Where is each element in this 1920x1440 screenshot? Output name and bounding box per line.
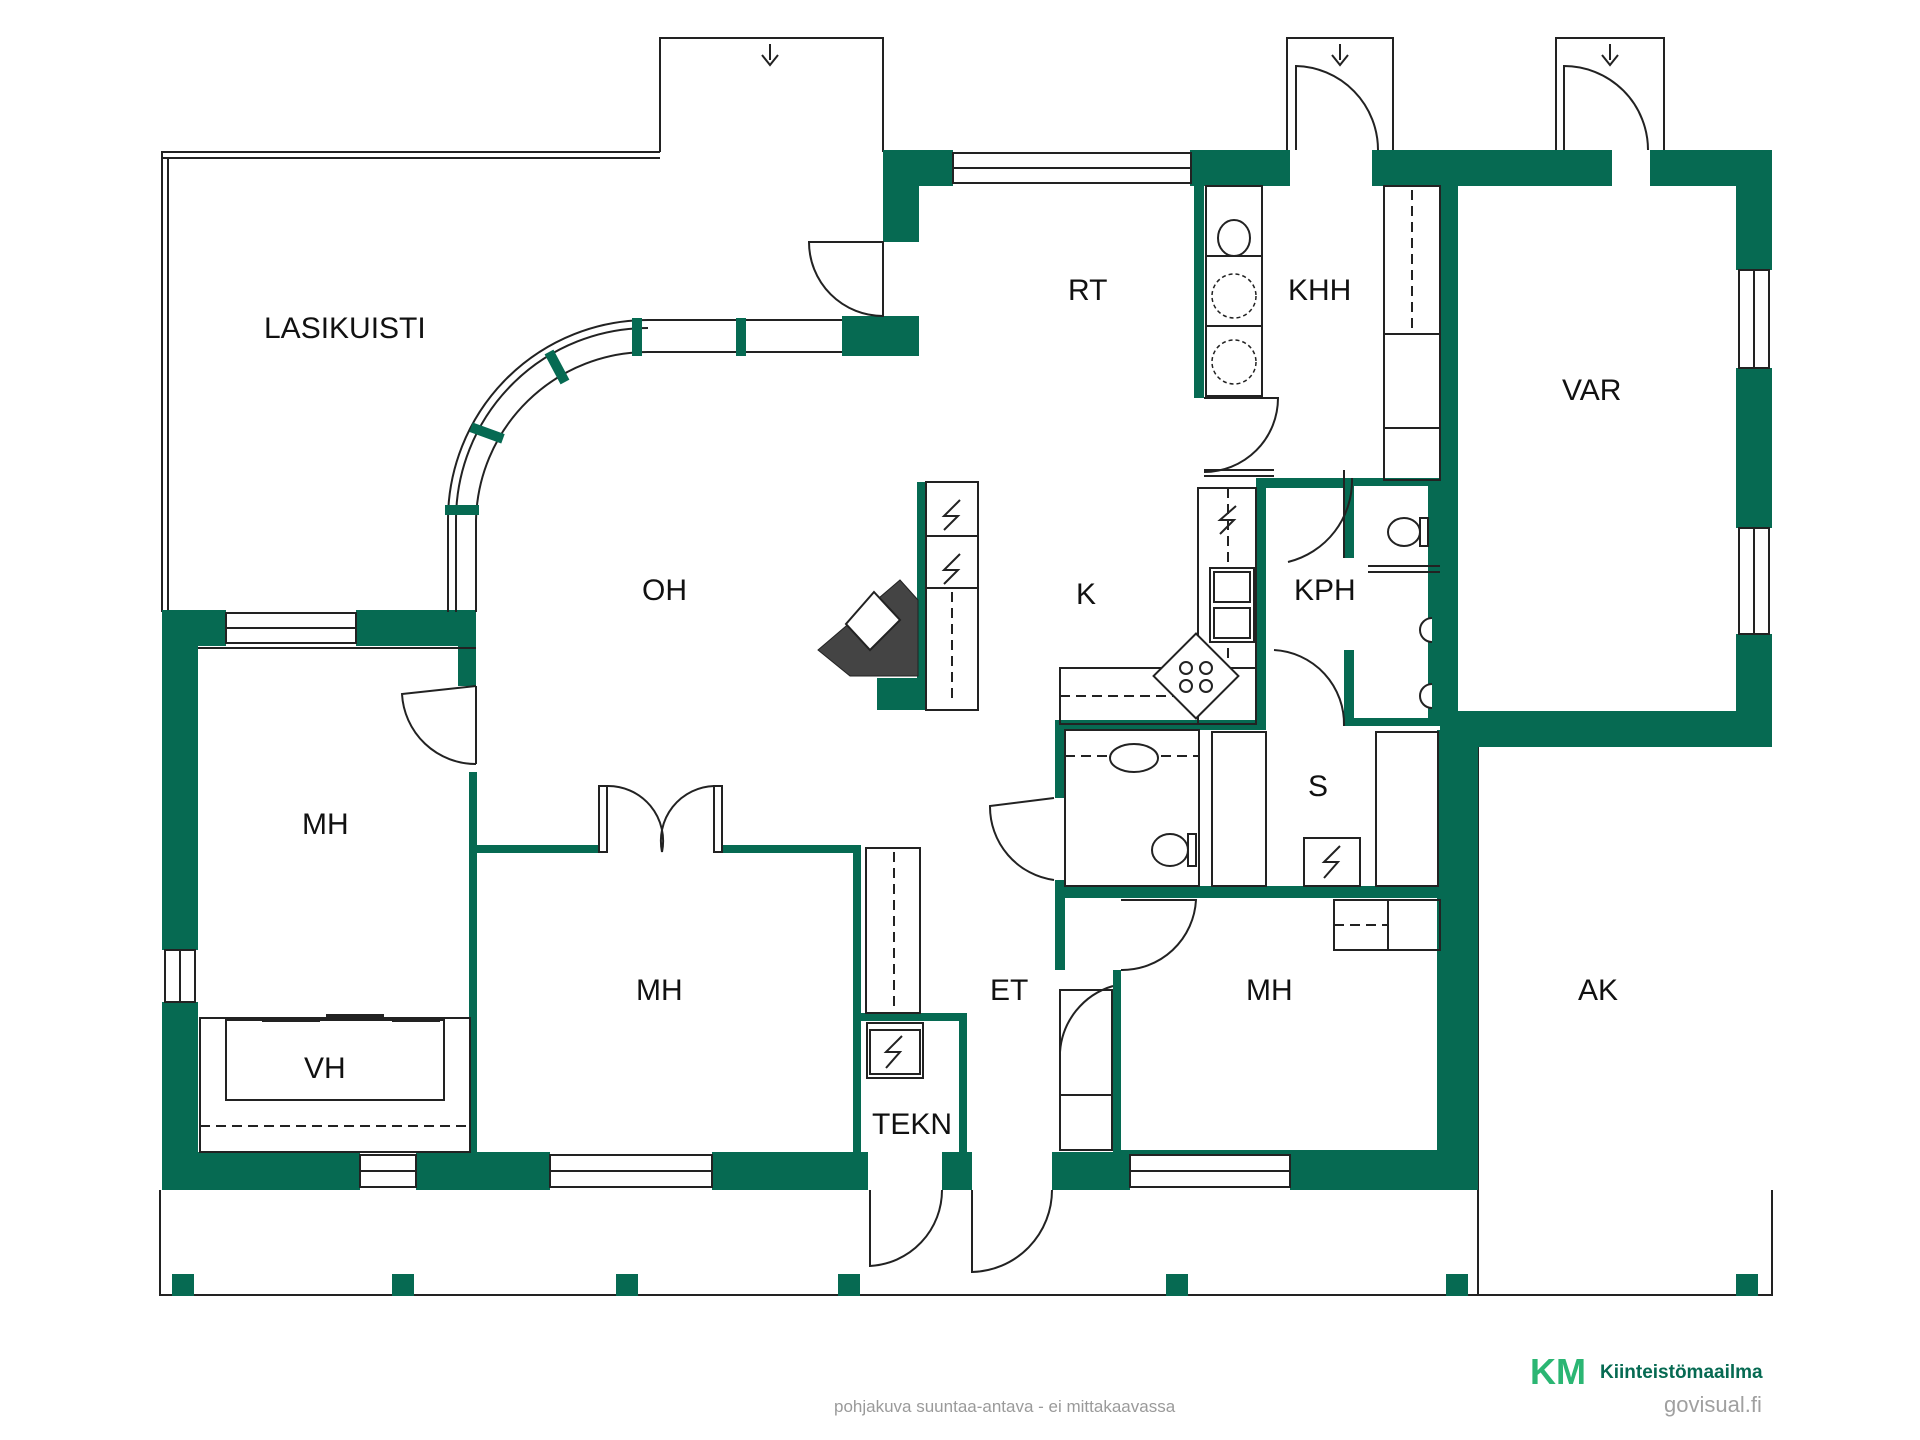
room-label-k: K: [1076, 578, 1096, 611]
sink-icon: [1109, 219, 1433, 773]
terrace-posts: [172, 1274, 1758, 1296]
room-label-mh-center: MH: [636, 974, 683, 1007]
footer: pohjakuva suuntaa-antava - ei mittakaava…: [834, 1351, 1763, 1417]
brand-logo: KM Kiinteistömaailma: [1530, 1351, 1763, 1392]
washing-machine-icon: [1211, 273, 1257, 385]
room-label-s: S: [1308, 770, 1328, 803]
fireplace-icon: [817, 579, 919, 677]
room-label-mh-right: MH: [1246, 974, 1293, 1007]
room-label-rt: RT: [1068, 274, 1107, 307]
credit-text: govisual.fi: [1664, 1392, 1762, 1417]
windows: [164, 152, 1770, 1188]
kitchen-sink-icon: [1209, 567, 1255, 643]
disclaimer-text: pohjakuva suuntaa-antava - ei mittakaava…: [834, 1397, 1176, 1416]
brand-name: Kiinteistömaailma: [1600, 1362, 1763, 1383]
doors: [400, 64, 1649, 1274]
room-label-khh: KHH: [1288, 274, 1351, 307]
room-labels: LASIKUISTI RT KHH VAR OH K KPH S MH VH M…: [264, 274, 1621, 1141]
toilet-icon: [1387, 517, 1429, 547]
brand-mark: KM: [1530, 1351, 1586, 1392]
room-label-oh: OH: [642, 574, 687, 607]
room-label-kph: KPH: [1294, 574, 1356, 607]
walls: [162, 150, 1772, 1190]
room-label-et: ET: [990, 974, 1028, 1007]
stove-icon: [1152, 632, 1240, 720]
curved-glass-wall: [447, 319, 842, 612]
curved-wall-posts: [445, 318, 746, 515]
room-label-vh: VH: [304, 1052, 346, 1085]
electric-symbol-icon: [869, 499, 1361, 1075]
toilet-icon: [1151, 833, 1197, 867]
room-label-mh-left: MH: [302, 808, 349, 841]
thin-outlines: [159, 37, 1773, 1296]
room-label-ak: AK: [1578, 974, 1618, 1007]
room-label-var: VAR: [1562, 374, 1621, 407]
fixtures: [198, 185, 1441, 1153]
room-label-tekn: TEKN: [872, 1108, 952, 1141]
room-label-lasikuisti: LASIKUISTI: [264, 312, 426, 345]
